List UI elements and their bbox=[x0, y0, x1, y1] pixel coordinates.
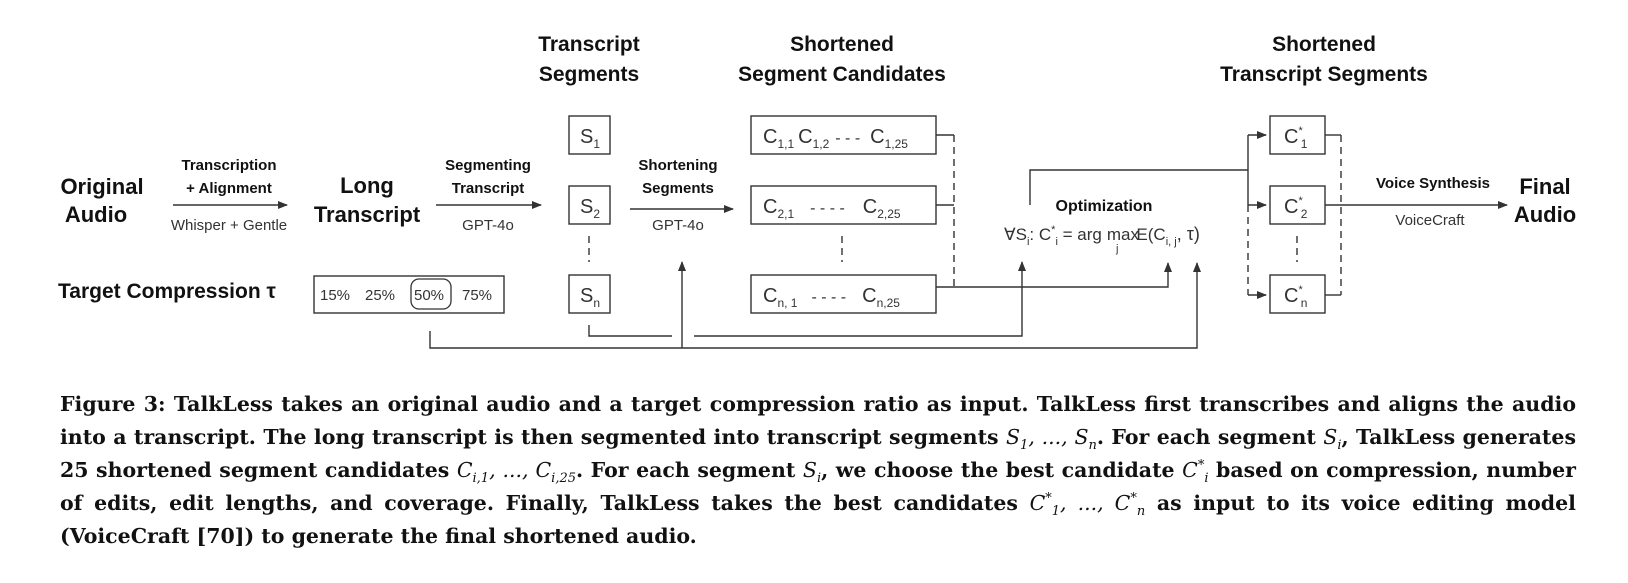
svg-text:Transcript: Transcript bbox=[452, 180, 525, 197]
svg-text:Shortened: Shortened bbox=[790, 33, 894, 56]
svg-text:C2,1- - - -C2,25: C2,1- - - -C2,25 bbox=[763, 196, 901, 221]
svg-text:GPT-4o: GPT-4o bbox=[462, 217, 514, 234]
step-transcription: Transcription + Alignment Whisper + Gent… bbox=[171, 157, 288, 234]
compression-option: 15% bbox=[320, 287, 350, 304]
svg-text:Audio: Audio bbox=[1514, 202, 1576, 227]
step-shortening: Shortening Segments GPT-4o bbox=[630, 157, 734, 234]
svg-text:Whisper + Gentle: Whisper + Gentle bbox=[171, 217, 287, 234]
svg-text:C*2: C*2 bbox=[1284, 195, 1308, 221]
pipeline-diagram: Original Audio Long Transcript Transcrip… bbox=[58, 33, 1576, 349]
compression-option: 25% bbox=[365, 287, 395, 304]
svg-text:GPT-4o: GPT-4o bbox=[652, 217, 704, 234]
svg-text:Shortening: Shortening bbox=[638, 157, 717, 174]
heading-long-transcript: Long Transcript bbox=[314, 173, 421, 227]
candidate-box: C2,1- - - -C2,25 bbox=[750, 185, 937, 225]
compression-box: 15% 25% 50% 75% bbox=[313, 275, 505, 314]
best-candidate-box: C*2 bbox=[1269, 185, 1326, 225]
svg-text:Audio: Audio bbox=[65, 202, 127, 227]
step-voice-synthesis: Voice Synthesis VoiceCraft bbox=[1325, 175, 1508, 229]
segment-box: S2 bbox=[568, 185, 611, 225]
best-bracket bbox=[1325, 134, 1342, 296]
svg-text:Transcript: Transcript bbox=[314, 202, 421, 227]
candidate-box: Cn, 1- - - -Cn,25 bbox=[750, 274, 937, 314]
best-distribution bbox=[1247, 131, 1267, 299]
compression-selected-ring bbox=[410, 278, 452, 310]
svg-text:C*1: C*1 bbox=[1284, 125, 1308, 151]
step-segmenting: Segmenting Transcript GPT-4o bbox=[436, 157, 542, 234]
segment-box: S1 bbox=[568, 115, 611, 155]
best-candidate-box: C*1 bbox=[1269, 115, 1326, 155]
svg-text:Long: Long bbox=[340, 173, 394, 198]
svg-text:+ Alignment: + Alignment bbox=[186, 180, 272, 197]
svg-text:Transcript Segments: Transcript Segments bbox=[1220, 63, 1428, 86]
svg-text:Voice Synthesis: Voice Synthesis bbox=[1376, 175, 1490, 192]
compression-option: 75% bbox=[462, 287, 492, 304]
heading-shortened-candidates: Shortened Segment Candidates bbox=[738, 33, 946, 86]
heading-final-audio: Final Audio bbox=[1514, 174, 1576, 227]
svg-text:S1: S1 bbox=[580, 126, 600, 151]
best-candidate-box: C*n bbox=[1269, 274, 1326, 314]
svg-text:Segmenting: Segmenting bbox=[445, 157, 531, 174]
svg-text:Shortened: Shortened bbox=[1272, 33, 1376, 56]
compression-option: 50% bbox=[414, 287, 444, 304]
figure-caption: Figure 3: TalkLess takes an original aud… bbox=[60, 392, 1576, 548]
svg-text:S2: S2 bbox=[580, 196, 600, 221]
svg-text:C*n: C*n bbox=[1284, 284, 1307, 310]
heading-original-audio: Original Audio bbox=[60, 174, 143, 227]
svg-text:Sn: Sn bbox=[580, 285, 600, 310]
svg-text:Segments: Segments bbox=[539, 63, 639, 86]
heading-shortened-transcript-segments: Shortened Transcript Segments bbox=[1220, 33, 1428, 86]
svg-text:Cn, 1- - - -Cn,25: Cn, 1- - - -Cn,25 bbox=[763, 285, 900, 310]
heading-transcript-segments: Transcript Segments bbox=[538, 33, 640, 86]
heading-target-compression: Target Compression τ bbox=[58, 280, 276, 303]
candidates-bracket bbox=[936, 134, 955, 288]
svg-text:Segment Candidates: Segment Candidates bbox=[738, 63, 946, 86]
svg-text:Transcript: Transcript bbox=[538, 33, 640, 56]
svg-text:VoiceCraft: VoiceCraft bbox=[1395, 212, 1465, 229]
svg-text:C1,1C1,2- - -C1,25: C1,1C1,2- - -C1,25 bbox=[763, 126, 908, 151]
svg-text:Segments: Segments bbox=[642, 180, 714, 197]
segment-box: Sn bbox=[568, 274, 611, 314]
svg-text:Original: Original bbox=[60, 174, 143, 199]
svg-text:Final: Final bbox=[1519, 174, 1570, 199]
svg-text:Optimization: Optimization bbox=[1056, 198, 1153, 215]
svg-text:Transcription: Transcription bbox=[181, 157, 276, 174]
